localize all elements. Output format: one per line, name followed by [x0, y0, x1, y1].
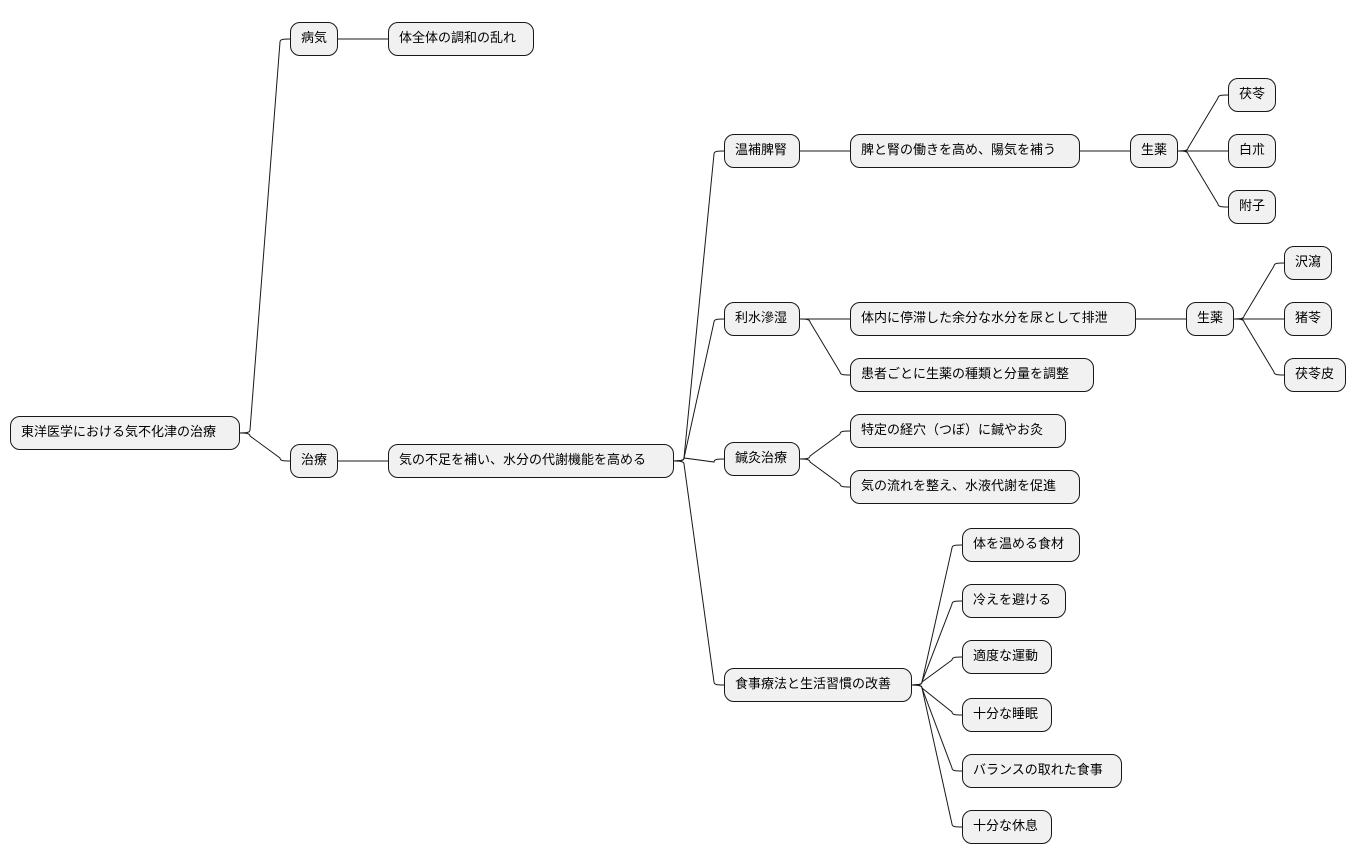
node-herb-bushi: 附子 [1228, 190, 1276, 224]
node-shokuji-item-2: 冷えを避ける [962, 584, 1066, 618]
connector-line [239, 38, 291, 434]
connector-line [673, 457, 725, 463]
node-shokuji-item-5: バランスの取れた食事 [962, 754, 1122, 788]
node-herb-takusha: 沢瀉 [1284, 246, 1332, 280]
node-root: 東洋医学における気不化津の治療 [10, 416, 240, 450]
node-onpo-desc: 脾と腎の働きを高め、陽気を補う [850, 134, 1080, 168]
node-herb-bukuryo: 茯苓 [1228, 78, 1276, 112]
node-risui: 利水滲湿 [724, 302, 800, 336]
connector-line [1233, 262, 1285, 320]
connector-line [799, 318, 851, 376]
node-shokuji-item-3: 適度な運動 [962, 640, 1052, 674]
node-chiryou-desc: 気の不足を補い、水分の代謝機能を高める [388, 444, 674, 478]
connector-line [911, 656, 963, 686]
node-shinkyu-item-1: 特定の経穴（つぼ）に鍼やお灸 [850, 414, 1066, 448]
connector-line [673, 460, 725, 686]
node-risui-herbs: 生薬 [1186, 302, 1234, 336]
connector-line [239, 432, 291, 462]
node-shokuji-item-6: 十分な休息 [962, 810, 1052, 844]
node-shokuji: 食事療法と生活習慣の改善 [724, 668, 912, 702]
connector-line [673, 318, 725, 462]
node-risui-note: 患者ごとに生薬の種類と分量を調整 [850, 358, 1094, 392]
node-onpo-herbs: 生薬 [1130, 134, 1178, 168]
node-byouki: 病気 [290, 22, 338, 56]
connector-line [1177, 94, 1229, 152]
connector-line [799, 458, 851, 488]
connector-line [673, 150, 725, 462]
connector-line [1177, 150, 1229, 208]
connector-line [911, 544, 963, 686]
node-shinkyu-item-2: 気の流れを整え、水液代謝を促進 [850, 470, 1080, 504]
node-shokuji-item-4: 十分な睡眠 [962, 698, 1052, 732]
node-herb-byakujutsu: 白朮 [1228, 134, 1276, 168]
node-herb-chorei: 猪苓 [1284, 302, 1332, 336]
node-onpo: 温補脾腎 [724, 134, 800, 168]
connector-line [911, 684, 963, 716]
node-herb-bukuryohi: 茯苓皮 [1284, 358, 1346, 392]
connector-line [1233, 318, 1285, 376]
node-shokuji-item-1: 体を温める食材 [962, 528, 1080, 562]
node-byouki-desc: 体全体の調和の乱れ [388, 22, 534, 56]
node-shinkyu: 鍼灸治療 [724, 442, 800, 476]
node-chiryou: 治療 [290, 444, 338, 478]
node-risui-desc: 体内に停滞した余分な水分を尿として排泄 [850, 302, 1136, 336]
connector-line [911, 684, 963, 828]
connector-line [799, 430, 851, 460]
